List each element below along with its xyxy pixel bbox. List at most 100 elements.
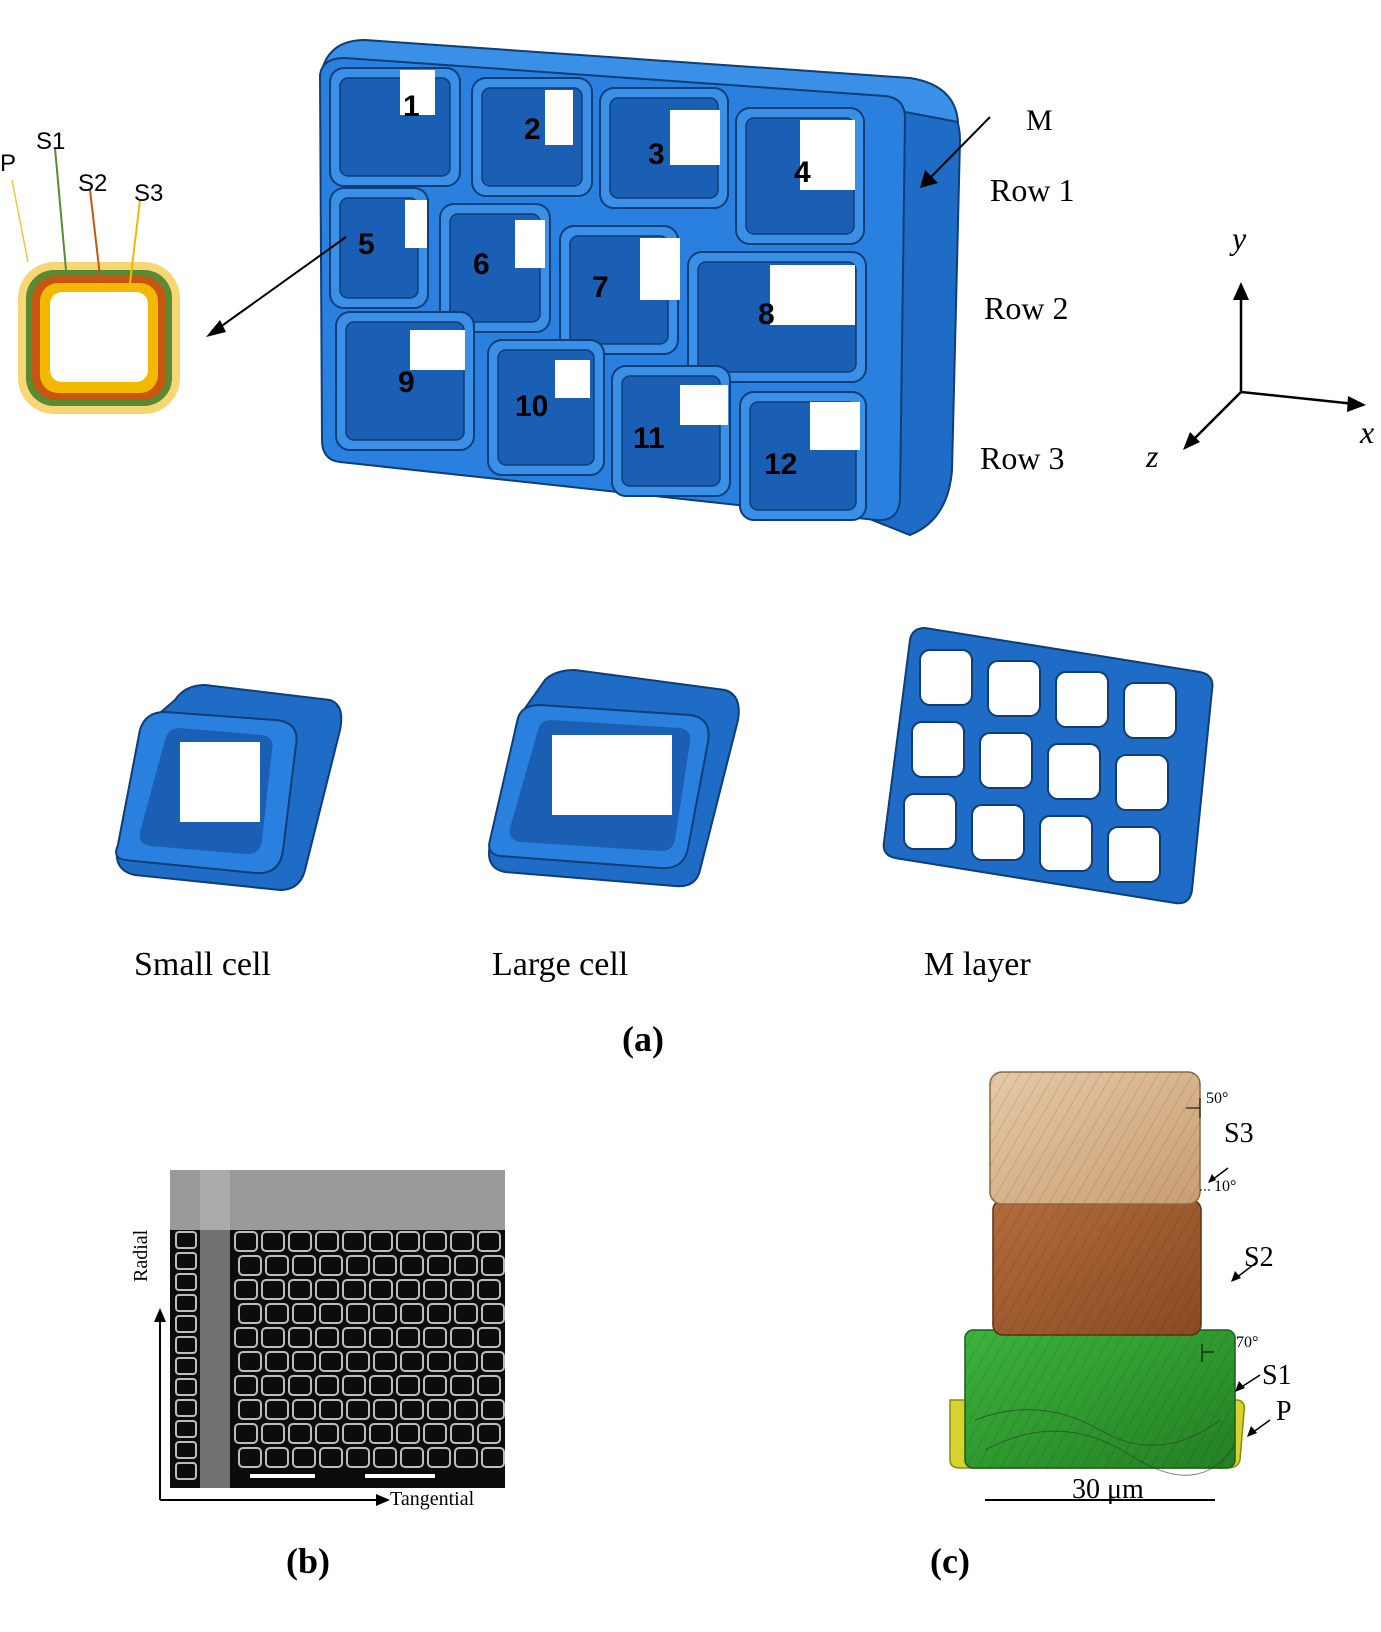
micrograph-cell bbox=[427, 1447, 451, 1468]
micrograph-axis-tangential: Tangential bbox=[390, 1488, 475, 1510]
cell-number-1: 1 bbox=[403, 90, 420, 123]
micrograph-cell bbox=[175, 1357, 197, 1375]
m-layer-opening bbox=[919, 649, 973, 706]
micrograph-cell bbox=[175, 1462, 197, 1480]
axis-label-x: x bbox=[1360, 414, 1375, 450]
micrograph-cell bbox=[481, 1303, 505, 1324]
micrograph-cell bbox=[369, 1279, 393, 1300]
micrograph-cell bbox=[423, 1279, 447, 1300]
micrograph-cell bbox=[427, 1399, 451, 1420]
micrograph-cell bbox=[342, 1423, 366, 1444]
micrograph-cell bbox=[265, 1255, 289, 1276]
micrograph-cell bbox=[175, 1399, 197, 1417]
micrograph-cell bbox=[427, 1255, 451, 1276]
micrograph-cell bbox=[369, 1231, 393, 1252]
axis-label-z: z bbox=[1146, 438, 1159, 474]
micrograph-cell bbox=[423, 1231, 447, 1252]
micrograph-cell bbox=[346, 1255, 370, 1276]
cell-number-5: 5 bbox=[358, 228, 375, 261]
micrograph-cell bbox=[292, 1447, 316, 1468]
micrograph-cell bbox=[373, 1399, 397, 1420]
caption-b: (b) bbox=[286, 1541, 330, 1581]
m-layer-opening bbox=[971, 804, 1025, 861]
micrograph-cell bbox=[481, 1255, 505, 1276]
m-layer-model bbox=[882, 626, 1214, 905]
micrograph-cell bbox=[450, 1231, 474, 1252]
row-label-3: Row 3 bbox=[980, 440, 1065, 476]
micrograph-cell bbox=[450, 1423, 474, 1444]
micrograph-cell bbox=[400, 1351, 424, 1372]
cell-1-opening bbox=[400, 70, 435, 115]
m-layer-opening bbox=[1055, 671, 1109, 728]
large-cell-model bbox=[488, 668, 740, 888]
cell-6-opening bbox=[515, 220, 545, 268]
micrograph-cell bbox=[454, 1303, 478, 1324]
micrograph-cell bbox=[396, 1423, 420, 1444]
micrograph-cell bbox=[373, 1255, 397, 1276]
component-label-mlayer: M layer bbox=[924, 946, 1031, 983]
micrograph-cell bbox=[396, 1279, 420, 1300]
micrograph-cell bbox=[342, 1231, 366, 1252]
micrograph-cell bbox=[175, 1273, 197, 1291]
cell-10-opening bbox=[555, 360, 590, 398]
micrograph-cell bbox=[342, 1375, 366, 1396]
micrograph-cell bbox=[315, 1279, 339, 1300]
scale-bar-label: 30 μm bbox=[1072, 1474, 1144, 1505]
micrograph-cell bbox=[234, 1279, 258, 1300]
micrograph-cell bbox=[477, 1279, 501, 1300]
micrograph-cell bbox=[427, 1351, 451, 1372]
m-layer-opening bbox=[1107, 826, 1161, 883]
micrograph-cell bbox=[265, 1447, 289, 1468]
micrograph-cell bbox=[175, 1420, 197, 1438]
micrograph-cell bbox=[423, 1327, 447, 1348]
micrograph-cell bbox=[346, 1447, 370, 1468]
cell-number-9: 9 bbox=[398, 366, 415, 399]
micrograph-cell bbox=[292, 1255, 316, 1276]
micrograph-cell bbox=[427, 1303, 451, 1324]
micrograph-cell bbox=[369, 1327, 393, 1348]
micrograph-cell bbox=[175, 1231, 197, 1249]
micrograph-cell bbox=[342, 1327, 366, 1348]
micrograph-cell bbox=[288, 1327, 312, 1348]
micrograph-cell bbox=[369, 1423, 393, 1444]
micrograph-cell bbox=[400, 1447, 424, 1468]
micrograph-cell bbox=[396, 1327, 420, 1348]
layer-label-p: P bbox=[1276, 1396, 1292, 1427]
cell-number-12: 12 bbox=[764, 448, 798, 481]
coordinate-axes bbox=[1183, 282, 1366, 450]
micrograph-cell bbox=[234, 1423, 258, 1444]
angle-label-70: 70° bbox=[1236, 1334, 1259, 1351]
micrograph-cell bbox=[477, 1231, 501, 1252]
micrograph-cell bbox=[175, 1336, 197, 1354]
micrograph-cell bbox=[288, 1375, 312, 1396]
micrograph-cell bbox=[238, 1351, 262, 1372]
angle-label-10: 10° bbox=[1214, 1178, 1237, 1195]
micrograph-cell bbox=[315, 1375, 339, 1396]
cell-number-6: 6 bbox=[473, 248, 490, 281]
cell-number-4: 4 bbox=[794, 156, 811, 189]
micrograph-cell bbox=[319, 1399, 343, 1420]
cell-4-opening bbox=[800, 120, 855, 190]
cell-number-10: 10 bbox=[515, 390, 549, 423]
micrograph-cell bbox=[234, 1375, 258, 1396]
micrograph-cell bbox=[319, 1255, 343, 1276]
cell-number-7: 7 bbox=[592, 271, 609, 304]
micrograph-cell bbox=[234, 1327, 258, 1348]
micrograph-cell bbox=[400, 1399, 424, 1420]
angle-label-50: 50° bbox=[1206, 1090, 1229, 1107]
micrograph-cell bbox=[477, 1327, 501, 1348]
cell-8-opening bbox=[770, 265, 855, 325]
component-label-large: Large cell bbox=[492, 946, 629, 983]
micrograph-cell bbox=[423, 1375, 447, 1396]
caption-a: (a) bbox=[622, 1019, 664, 1059]
cell-number-8: 8 bbox=[758, 298, 775, 331]
micrograph-cell bbox=[315, 1327, 339, 1348]
micrograph-cell bbox=[481, 1447, 505, 1468]
cell-number-3: 3 bbox=[648, 138, 665, 171]
m-layer-opening bbox=[1123, 682, 1177, 739]
micrograph-cell bbox=[238, 1303, 262, 1324]
cell-3-opening bbox=[670, 110, 720, 165]
micrograph-cell bbox=[481, 1399, 505, 1420]
micrograph-cell bbox=[175, 1315, 197, 1333]
